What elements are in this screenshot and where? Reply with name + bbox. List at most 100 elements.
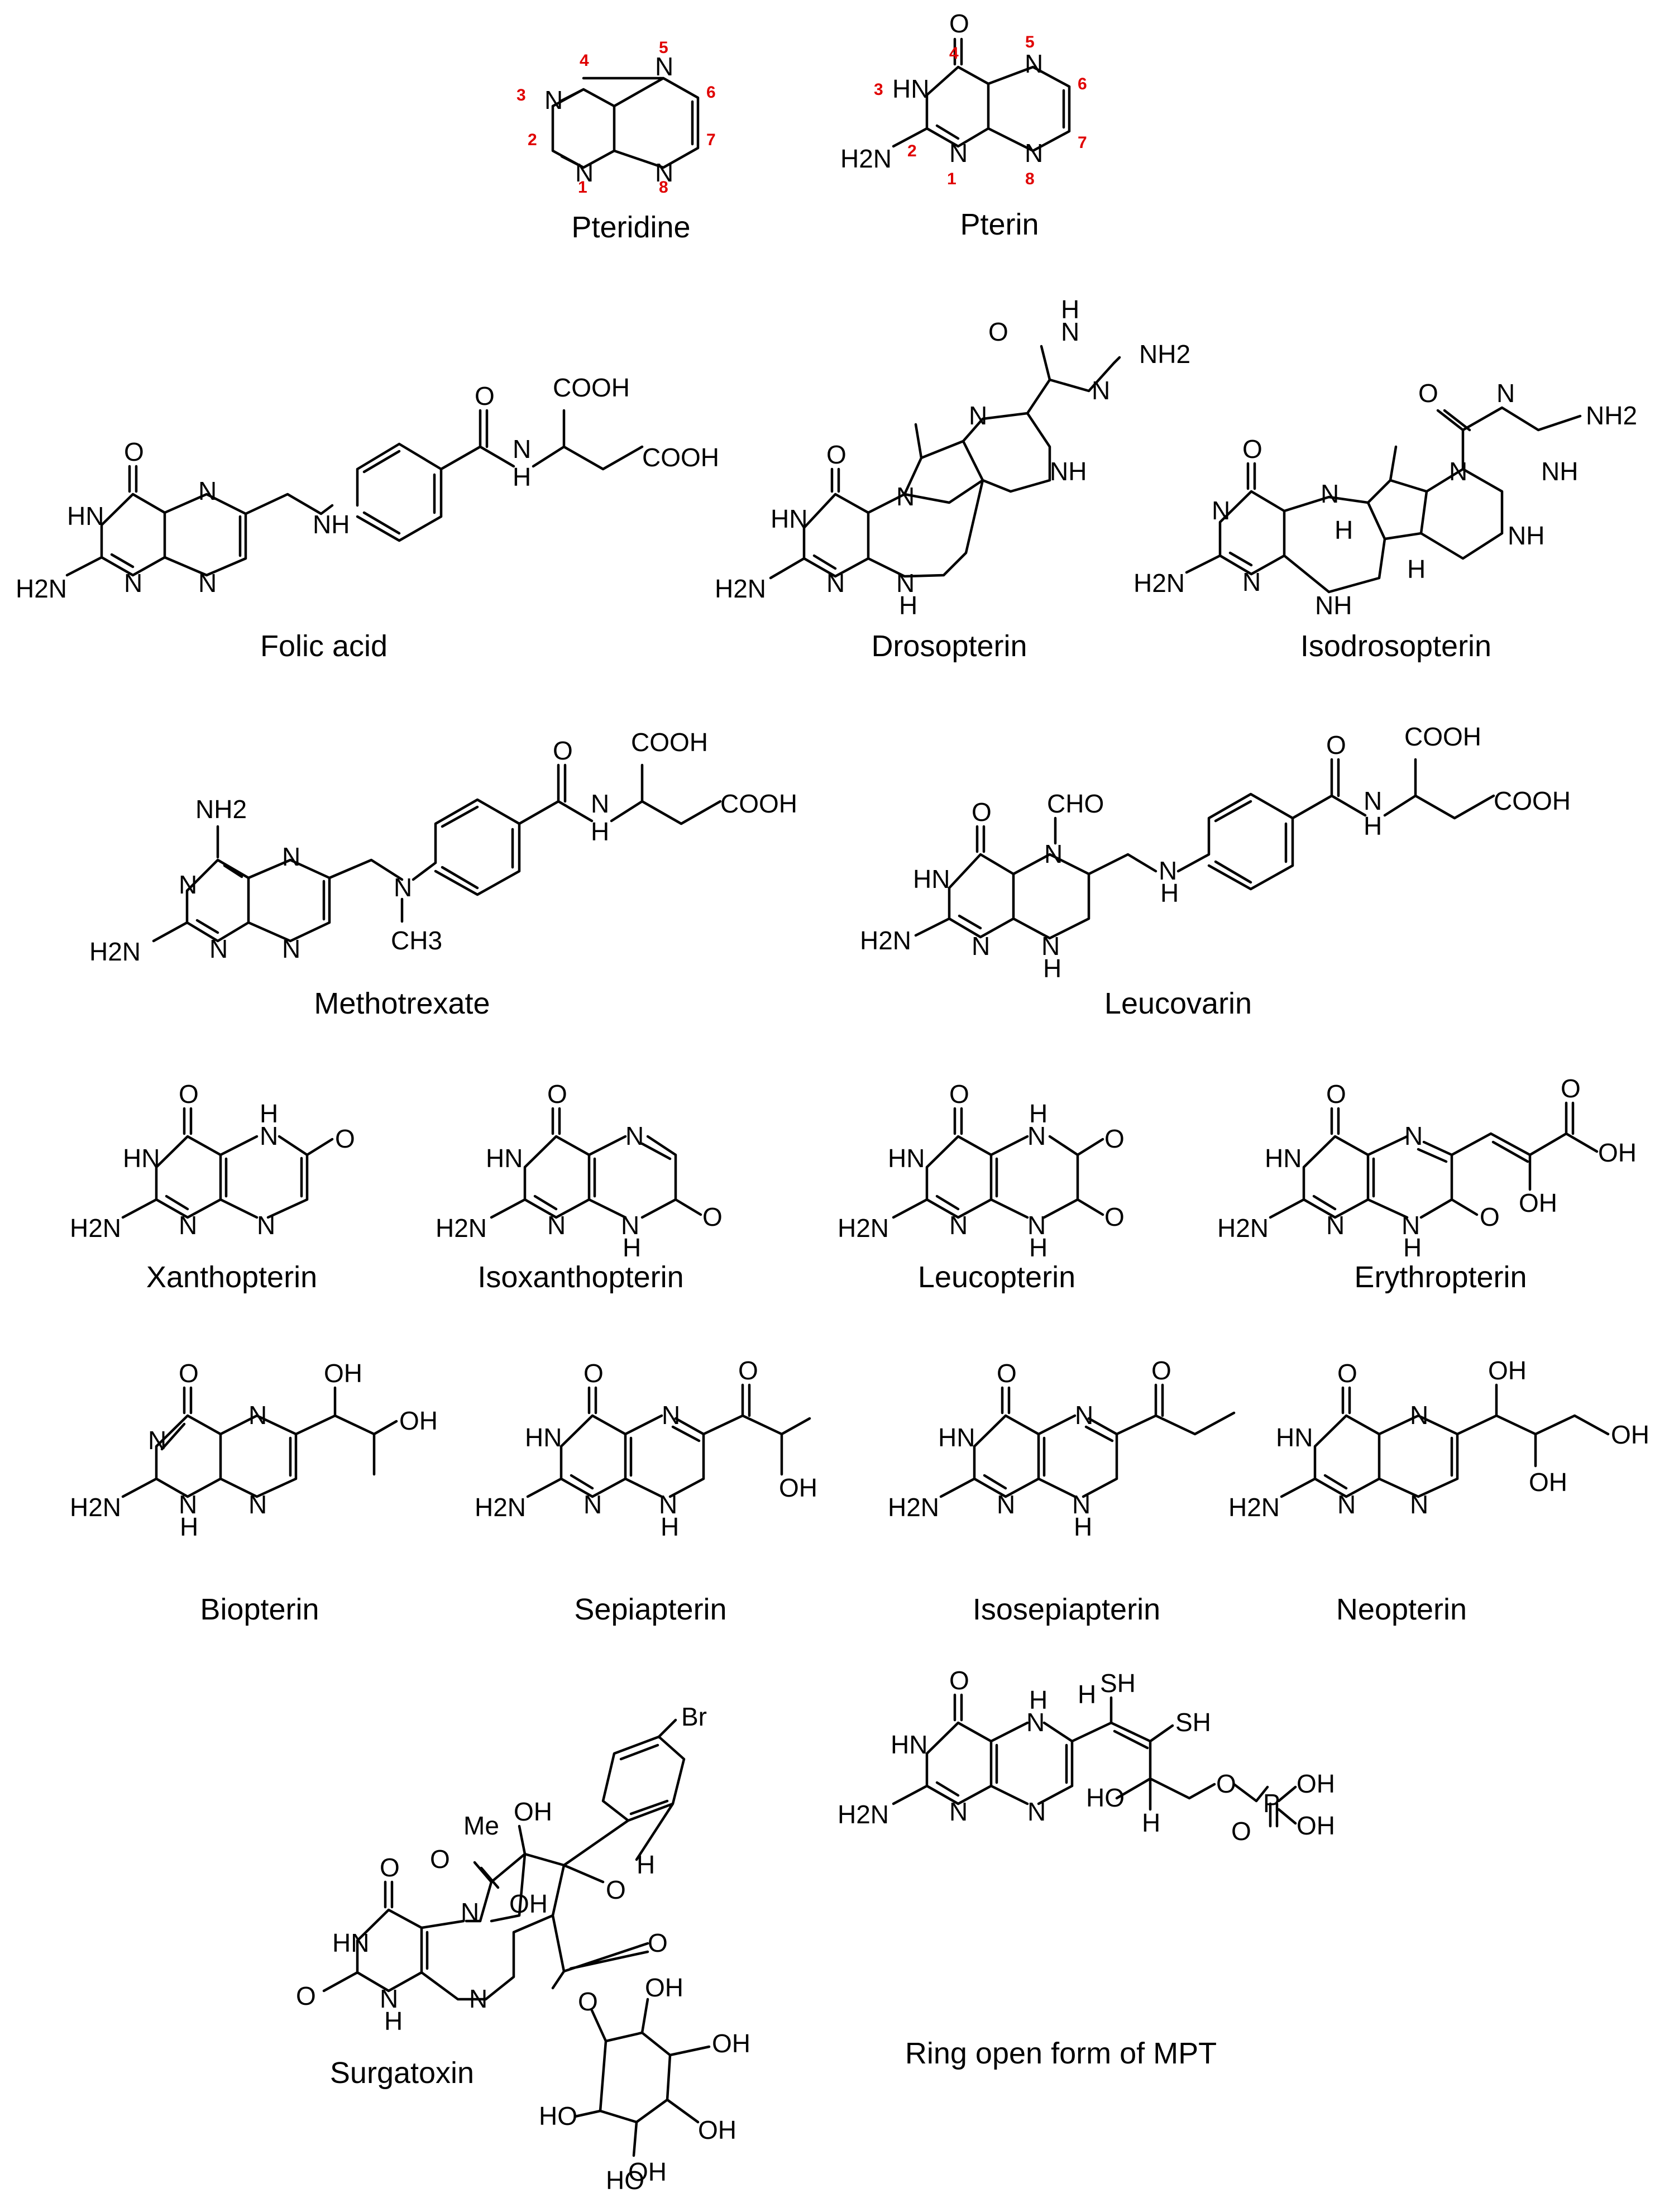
leuco-atom-cooh-gamma: COOH (1494, 786, 1571, 815)
mpt-atom-o: O (949, 1666, 969, 1695)
sepia-atom-n1: N (583, 1490, 602, 1519)
pteridine-pos-8: 8 (659, 178, 668, 197)
surga-atom-h1: H (384, 2006, 403, 2036)
isodroso-atom-h-wedge1: H (1335, 515, 1353, 544)
structure-leucovarin: O CHO N HN N N H H2N N H O N H COOH COOH… (860, 722, 1571, 1020)
leuco-atom-cho: CHO (1047, 789, 1104, 818)
droso-atom-o: O (826, 440, 846, 469)
leucop-atom-n8: N (1027, 1211, 1046, 1240)
erythro-atom-h8: H (1403, 1233, 1422, 1262)
mtx-atom-n-methyl: N (394, 873, 412, 902)
methotrexate-caption: Methotrexate (314, 987, 490, 1020)
leuco-atom-h-amide: H (1364, 811, 1382, 840)
folic-atom-o: O (124, 437, 144, 466)
droso-atom-h-top: H (1061, 295, 1079, 324)
leuco-atom-h8: H (1043, 954, 1061, 983)
mpt-atom-n5: N (1026, 1708, 1045, 1737)
surga-atom-oh-inos5: OH (628, 2157, 667, 2186)
bio-atom-n8: N (248, 1490, 267, 1519)
leuco-atom-cooh-alpha: COOH (1404, 722, 1481, 751)
pteridine-atom-n1: N (575, 158, 594, 187)
structure-folic-acid: O HN N N N H2N NH O N H COOH COOH Folic … (16, 373, 719, 663)
neo-atom-h2n: H2N (1228, 1493, 1280, 1522)
isodroso-atom-nh-bottom: NH (1508, 521, 1544, 550)
mpt-atom-h6: H (1078, 1680, 1096, 1709)
droso-atom-n-top: N (1061, 317, 1079, 346)
xantho-atom-h5: H (260, 1099, 278, 1128)
folic-atom-h-amide: H (513, 462, 531, 491)
leuco-atom-n1: N (972, 931, 990, 961)
mtx-atom-n-amide: N (591, 789, 609, 818)
sepia-atom-n5: N (662, 1401, 680, 1430)
mtx-atom-o-amide: O (553, 736, 573, 765)
structure-biopterin: O N N N H N OH OH H2N Biopterin (70, 1359, 438, 1626)
mtx-atom-ch3: CH3 (391, 926, 442, 955)
leucop-atom-n1: N (949, 1211, 968, 1240)
isosepiapterin-caption: Isosepiapterin (973, 1593, 1160, 1626)
surga-atom-n-ring: N (461, 1898, 479, 1927)
sepia-atom-h8: H (661, 1512, 679, 1541)
surga-atom-o-amide: O (606, 1875, 626, 1904)
sepia-atom-hn: HN (525, 1423, 562, 1452)
mtx-atom-n8: N (282, 934, 300, 963)
bio-atom-oh2: OH (399, 1406, 438, 1435)
structure-pteridine: N N N N 4 3 2 1 5 6 7 8 Pteridine (516, 39, 716, 244)
leuco-atom-n-amide: N (1364, 786, 1382, 815)
neo-atom-oh1: OH (1488, 1356, 1527, 1385)
mpt-atom-h2n: H2N (838, 1800, 889, 1829)
surga-atom-o-ester: O (648, 1928, 668, 1957)
xantho-atom-n5: N (260, 1121, 278, 1150)
folic-atom-h2n: H2N (16, 574, 67, 603)
leucop-atom-n5: N (1027, 1121, 1046, 1150)
pteridine-pos-4: 4 (580, 51, 589, 70)
structure-sepiapterin: O N HN N N H O OH H2N Sepiapterin (475, 1356, 817, 1626)
bio-atom-n3: N (148, 1426, 166, 1455)
isoxantho-atom-h2n: H2N (436, 1214, 487, 1243)
isodroso-atom-nh: NH (1315, 591, 1352, 620)
leucop-atom-o: O (949, 1079, 969, 1109)
folic-atom-nh: NH (313, 510, 350, 539)
leuco-atom-h-amine: H (1160, 878, 1179, 907)
bio-atom-o: O (179, 1359, 199, 1388)
surga-atom-o-lactam: O (430, 1845, 450, 1874)
neo-atom-oh3: OH (1611, 1420, 1649, 1449)
isosepia-atom-o: O (997, 1359, 1017, 1388)
folic-acid-caption: Folic acid (260, 629, 388, 663)
pterin-pos-7: 7 (1078, 133, 1087, 152)
leucop-atom-h8: H (1029, 1233, 1048, 1262)
leuco-atom-o: O (972, 797, 992, 826)
pterin-caption: Pterin (960, 208, 1039, 241)
mtx-atom-h2n: H2N (89, 937, 141, 966)
folic-atom-n-amide: N (513, 434, 531, 464)
erythro-atom-n1: N (1326, 1211, 1345, 1240)
folic-atom-n5: N (198, 476, 217, 505)
surga-atom-oh-mid: OH (509, 1889, 548, 1918)
surga-atom-hn: HN (332, 1928, 369, 1957)
folic-atom-hn: HN (67, 501, 104, 531)
bio-atom-h2n: H2N (70, 1493, 121, 1522)
droso-atom-n1: N (826, 568, 845, 598)
leucop-atom-o7: O (1104, 1202, 1125, 1231)
pterin-pos-8: 8 (1025, 170, 1035, 188)
mtx-atom-n5: N (282, 842, 300, 871)
isodroso-atom-nh2: NH2 (1586, 401, 1637, 430)
pterin-pos-6: 6 (1078, 75, 1087, 93)
leucop-atom-h5: H (1029, 1099, 1048, 1128)
surga-atom-nh-h: H (637, 1850, 655, 1879)
isodroso-atom-n3: N (1212, 496, 1230, 525)
biopterin-caption: Biopterin (200, 1593, 319, 1626)
mpt-atom-oh-p1: OH (1297, 1769, 1335, 1798)
isodroso-atom-nh-right: NH (1541, 457, 1578, 486)
mpt-atom-o-ester: O (1216, 1769, 1236, 1798)
isoxantho-atom-h8: H (623, 1233, 641, 1262)
structure-leucopterin: O H N HN N N H O O H2N Leucopterin (838, 1079, 1125, 1294)
mtx-atom-cooh-alpha: COOH (631, 728, 708, 757)
surga-atom-me: Me (463, 1811, 499, 1840)
structure-pterin: O HN N N N H2N 4 3 2 1 5 6 7 8 Pterin (840, 9, 1087, 241)
mtx-atom-n3: N (179, 870, 197, 899)
isodroso-atom-h-wedge2: H (1407, 555, 1426, 584)
mtx-atom-n1: N (209, 934, 228, 963)
droso-atom-nh: NH (1050, 457, 1087, 486)
isoxanthopterin-caption: Isoxanthopterin (477, 1260, 683, 1294)
